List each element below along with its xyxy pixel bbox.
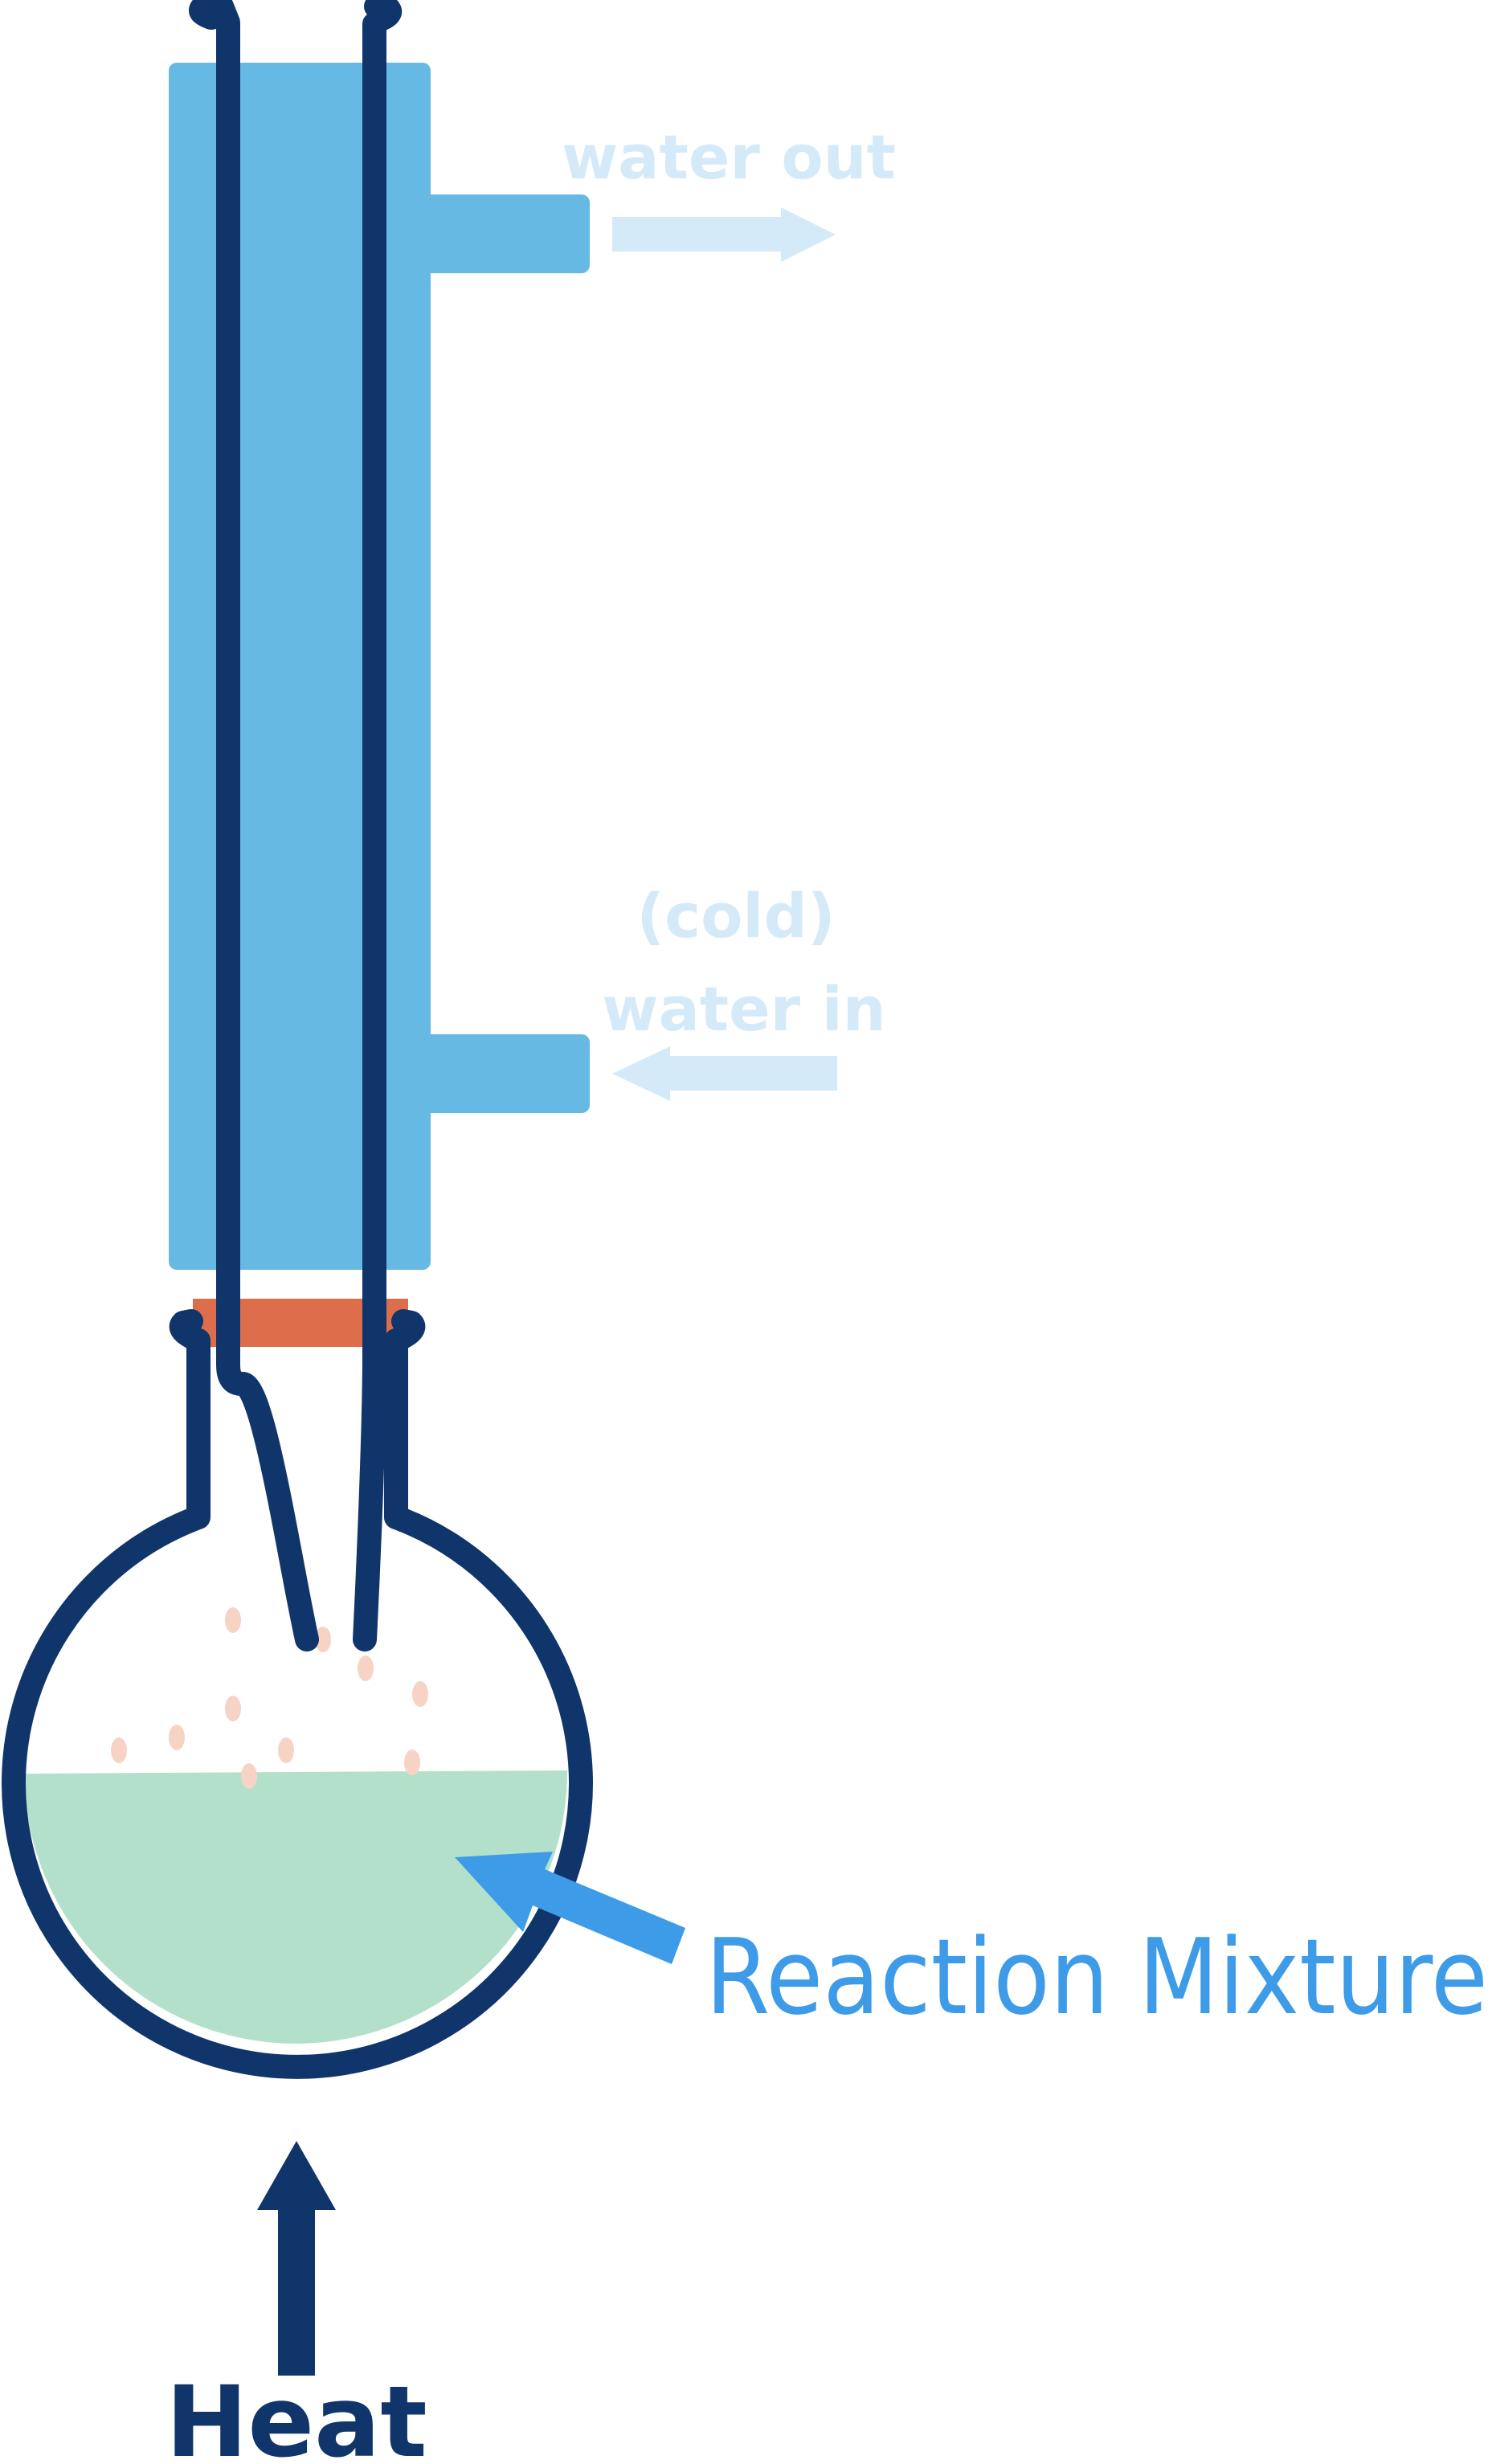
condenser-inner-tube-right [353,0,402,1652]
flask-outline [2,1328,593,2079]
water-in-label: water in [602,973,885,1045]
bubble [169,1725,185,1750]
glassware [2,0,593,2079]
bubble [358,1656,374,1681]
bubble [315,1627,331,1652]
heat-arrow [257,2141,336,2376]
cold-label: (cold) [636,880,835,952]
bubble [225,1607,241,1633]
bubble [278,1737,294,1763]
vapour-bubbles [111,1607,428,1789]
condenser-jacket-body [169,63,431,1270]
water-out-label: water out [562,121,896,193]
reaction-mixture-arrow [455,1852,685,1964]
reaction-mixture-label: Reaction Mixture [705,1916,1488,2038]
flask-neck-lip-left [169,1309,211,1353]
bubble [412,1681,428,1707]
condenser-inner-tube-left [189,0,319,1652]
bubble [225,1696,241,1721]
water-in-arrow [612,1046,837,1101]
bubble [404,1750,420,1775]
heat-label: Heat [166,2365,427,2464]
condenser-inlet-port [418,1034,590,1113]
condenser-outlet-port [418,194,590,273]
flask-neck-lip-right [384,1309,426,1353]
water-out-arrow [612,207,836,262]
reaction-mixture-liquid [24,1770,568,2044]
bubble [241,1763,257,1789]
bubble [111,1737,127,1763]
